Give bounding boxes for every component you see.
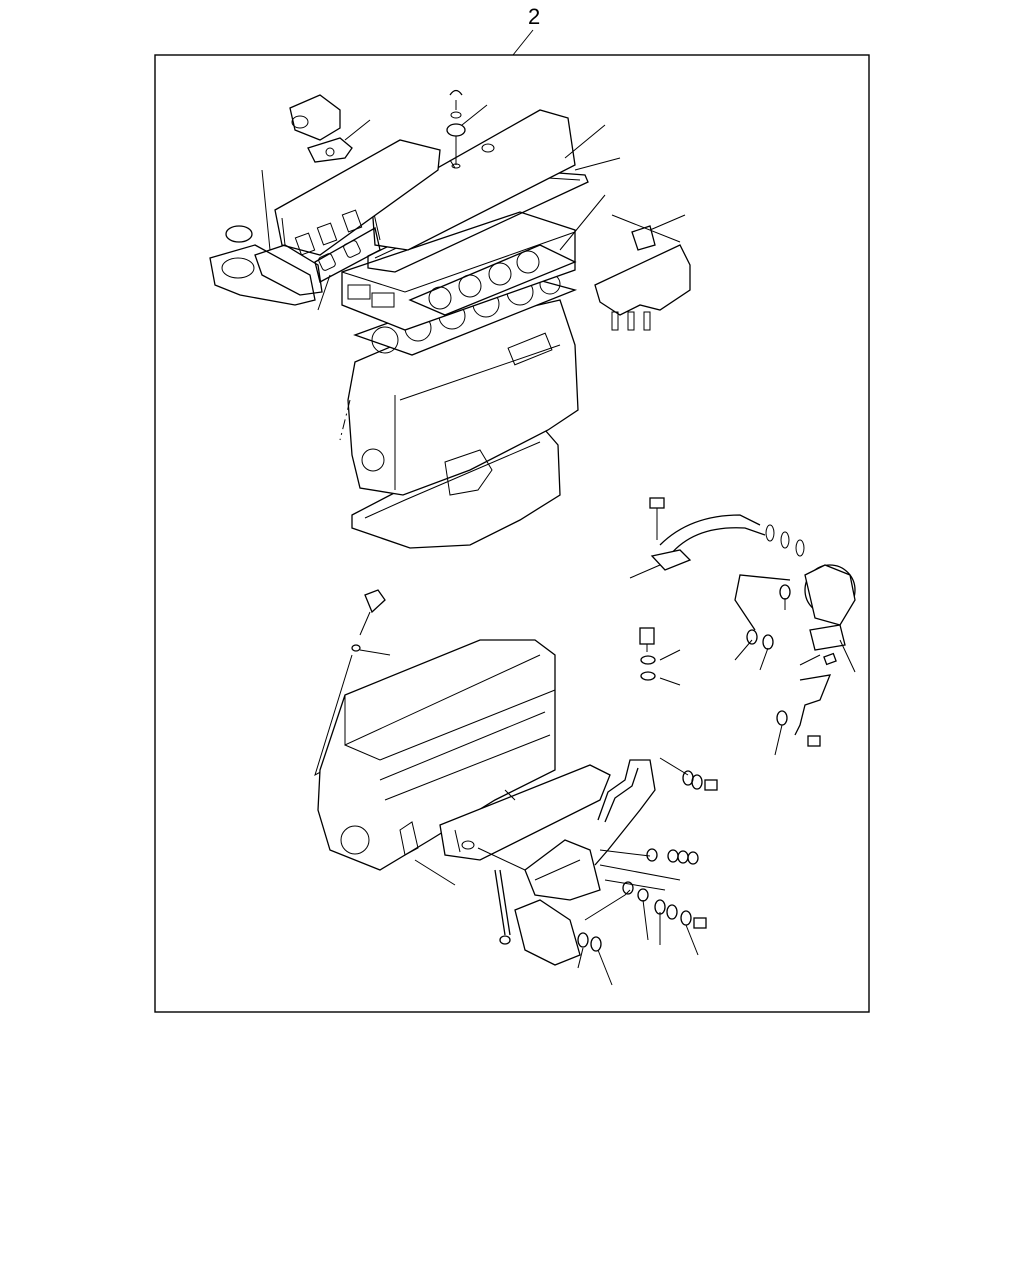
turbo-oil-feed-pipe — [649, 497, 766, 556]
intake-manifold-lower — [439, 764, 611, 861]
water-pump-gasket — [254, 244, 323, 296]
oil-filler-cap — [446, 89, 466, 169]
banjo-bolt — [639, 627, 655, 652]
upper-leader-lines — [261, 104, 686, 311]
fuel-injection-pump — [524, 839, 601, 901]
lower-engine-block — [317, 639, 556, 871]
turbo-leader-lines — [629, 564, 856, 756]
turbo-oil-return-pipe — [734, 574, 791, 631]
fuel-pipes — [594, 759, 656, 866]
oil-feed-line-lower — [494, 869, 511, 945]
oil-cooler-housing — [514, 889, 631, 966]
callout-number-2: 2 — [528, 4, 541, 29]
cylinder-head — [341, 211, 576, 331]
cylinder-head-gasket-upper — [408, 244, 577, 316]
lower-sealing-washers — [577, 770, 718, 952]
lower-leader-lines — [414, 757, 699, 986]
o-ring-seal — [225, 225, 253, 243]
injector-nozzle — [359, 589, 386, 636]
intake-manifold-gasket — [314, 227, 381, 283]
thermostat-housing — [289, 94, 341, 141]
sealing-washer — [640, 655, 656, 665]
injector-seal-washer — [351, 644, 361, 652]
oil-pipe-flange-gasket — [650, 549, 692, 571]
thermostat-gasket — [307, 137, 353, 163]
exhaust-manifold — [594, 244, 691, 331]
diagram-frame — [154, 54, 870, 1013]
banjo-washer — [779, 584, 791, 600]
hose-clamps — [765, 524, 805, 557]
intake-manifold — [274, 139, 441, 256]
turbocharger — [804, 564, 856, 651]
callout-leader-line — [512, 29, 534, 56]
rocker-cover — [371, 109, 576, 251]
